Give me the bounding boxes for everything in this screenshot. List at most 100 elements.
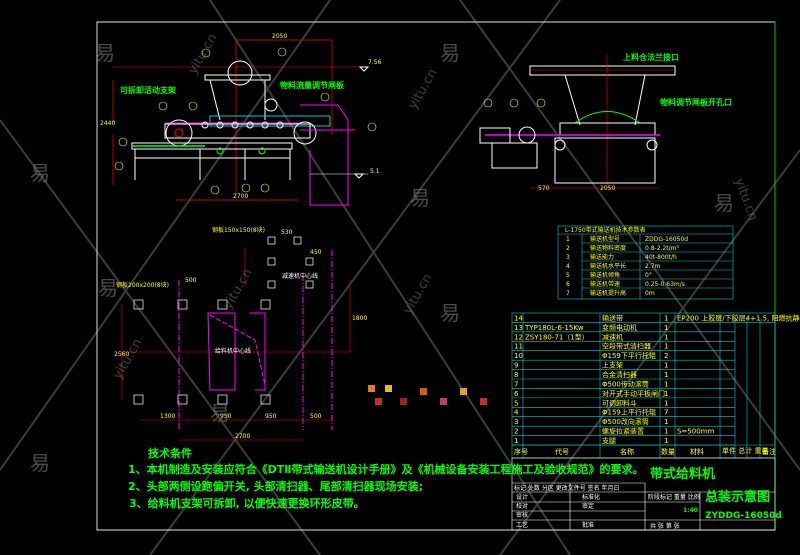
redacted-blocks — [368, 385, 487, 405]
svg-text:易: 易 — [714, 191, 734, 215]
svg-text:yitu.cn: yitu.cn — [405, 66, 440, 112]
spec-table-title: L-1750带式输送机技术参数表 — [565, 226, 646, 234]
approve-label: 批准 — [582, 521, 594, 529]
part-name: 可调卸料斗 — [602, 398, 637, 407]
svg-text:450: 450 — [310, 249, 322, 256]
part-qty: 1 — [664, 362, 668, 370]
spec-row-no: 4 — [566, 263, 570, 270]
svg-text:易: 易 — [98, 276, 118, 300]
plan-view — [120, 236, 351, 441]
svg-text:易: 易 — [440, 301, 460, 325]
part-qty: 1 — [664, 371, 668, 379]
svg-text:易: 易 — [210, 401, 230, 425]
spec-row-value: ZDDG-16050d — [645, 236, 688, 243]
scale: 1:40 — [683, 507, 698, 514]
front-view-balloons — [114, 47, 377, 195]
part-qty: 1 — [664, 390, 668, 398]
review-label: 审定 — [582, 502, 594, 510]
part-code: ZSY180-71（1型） — [525, 332, 589, 341]
part-no: 1 — [514, 437, 518, 445]
spec-row-name: 输送机带速 — [590, 280, 620, 288]
spec-row-no: 7 — [566, 290, 570, 297]
svg-text:材料: 材料 — [690, 447, 704, 456]
part-no: 9 — [514, 362, 518, 370]
spec-row-value: 0m — [645, 290, 655, 297]
part-qty: 1 — [664, 314, 668, 322]
spec-row-name: 输送机水平长 — [590, 262, 626, 270]
part-no: 6 — [514, 390, 519, 398]
svg-text:代号: 代号 — [555, 447, 569, 456]
svg-text:1800: 1800 — [352, 315, 367, 322]
svg-text:2700: 2700 — [235, 433, 250, 440]
part-qty: 1 — [664, 333, 668, 341]
part-name: 减速机 — [602, 332, 623, 341]
front-elev-bottom: 5.1 — [370, 168, 380, 175]
spec-row-name: 输送物料密度 — [590, 244, 626, 252]
part-name: Φ159上平行托辊 — [602, 408, 656, 417]
part-qty: 7 — [664, 409, 668, 417]
spec-row-no: 1 — [566, 236, 570, 243]
audit-label: 审核 — [516, 511, 528, 519]
front-dim-top: 2050 — [272, 33, 287, 40]
spec-row-value: 40t-800t/h — [645, 254, 677, 261]
side-view-balloons — [483, 98, 546, 108]
svg-text:1300: 1300 — [160, 413, 175, 420]
part-name: 对开式手动平板闸门 — [602, 389, 665, 398]
part-no: 5 — [514, 399, 518, 407]
part-no: 8 — [514, 371, 518, 379]
spec-row-no: 5 — [566, 272, 570, 279]
front-dim-bottom: 2700 — [233, 193, 248, 200]
part-qty: 1 — [664, 428, 668, 436]
part-name: 合金清扫器 — [602, 370, 637, 379]
part-no: 12 — [514, 333, 523, 341]
plan-dimensions: 530 450 1800 500 2560 1300 950 950 500 2… — [114, 229, 367, 440]
front-dim-left: 2440 — [100, 120, 115, 127]
label-flow-gate: 物料流量调节闸板 — [280, 80, 345, 90]
standard-label: 标准化 — [582, 493, 600, 501]
svg-text:备注: 备注 — [762, 447, 776, 456]
design-label: 设计 — [516, 493, 528, 501]
part-no: 13 — [514, 324, 523, 332]
side-view — [479, 55, 676, 189]
reducer-centerline-label: 减速机中心线 — [282, 272, 318, 280]
process-label: 工艺 — [516, 521, 528, 529]
spec-row-name: 输送机提升高 — [590, 289, 626, 297]
spec-row-name: 输送能力 — [590, 253, 614, 261]
svg-text:名称: 名称 — [620, 447, 634, 456]
part-name: 上支架 — [602, 361, 623, 370]
parts-header: 序号 代号 名称 数量 材料 单件 总计 重量 备注 — [514, 446, 776, 456]
part-no: 11 — [514, 343, 523, 351]
svg-text:950: 950 — [265, 413, 277, 420]
spec-row-no: 6 — [566, 281, 570, 288]
spec-row-value: 0° — [645, 272, 652, 279]
part-no: 7 — [514, 380, 518, 388]
label-flange-interface: 上料仓法兰接口 — [623, 52, 679, 62]
svg-text:yitu.cn: yitu.cn — [400, 271, 435, 317]
svg-text:500: 500 — [185, 277, 197, 284]
part-name: 支腿 — [602, 436, 616, 445]
revision-header: 标记 处数 分区 更改文件号 签名 年月日 — [514, 484, 620, 492]
svg-text:yitu.cn: yitu.cn — [185, 31, 220, 77]
spec-row-no: 2 — [566, 245, 570, 252]
spec-table — [557, 225, 734, 300]
svg-text:易: 易 — [95, 41, 115, 65]
front-elev-top: 7.56 — [368, 59, 382, 66]
drawing-title: 总装示意图 — [705, 489, 770, 505]
spec-row-value: 0.8-2.2t/m³ — [645, 245, 679, 252]
note-1: 1、本机制造及安装应符合《DTⅡ带式输送机设计手册》及《机械设备安装工程施工及验… — [128, 462, 644, 476]
pad-large-label: 钢板200x200(8块) — [116, 281, 169, 289]
stage-weight-scale: 阶段标记 重量 比例 — [648, 493, 700, 501]
spec-row-no: 3 — [566, 254, 570, 261]
part-no: 2 — [514, 428, 518, 436]
part-name: 输送带 — [602, 313, 623, 322]
svg-text:yitu.cn: yitu.cn — [110, 336, 145, 382]
part-name: Φ159下平行托辊 — [602, 351, 656, 360]
part-qty: 1 — [664, 418, 668, 426]
part-qty: 1 — [664, 399, 668, 407]
part-no: 10 — [514, 352, 523, 360]
svg-text:数量: 数量 — [661, 447, 675, 456]
